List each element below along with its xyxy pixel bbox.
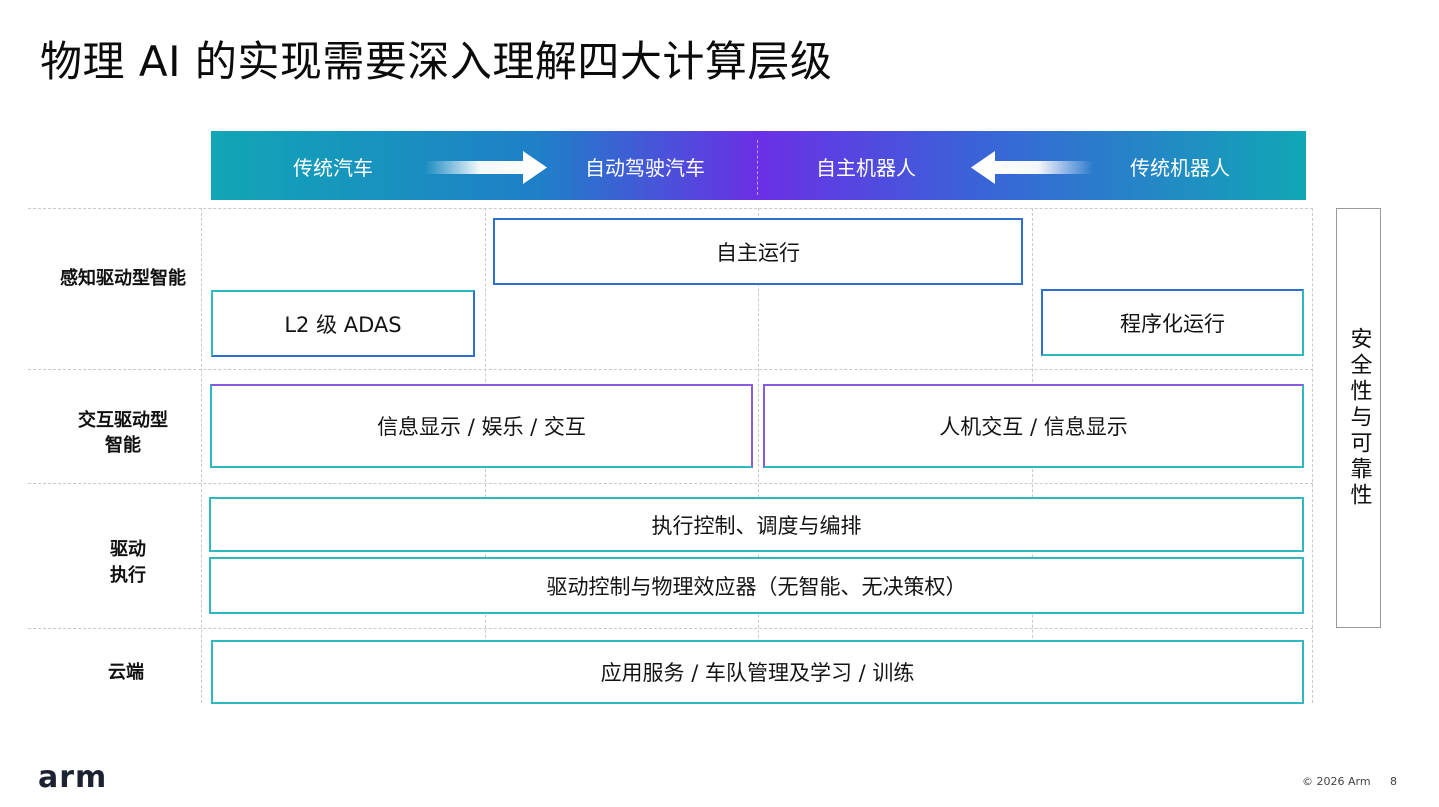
evolution-banner xyxy=(211,131,1306,200)
box-l2-adas: L2 级 ADAS xyxy=(211,290,475,357)
grid-line xyxy=(28,208,1313,209)
row-label-cloud: 云端 xyxy=(108,662,144,683)
safety-reliability-box: 安全性与可靠性 xyxy=(1336,208,1381,628)
banner-item-traditional-car: 传统汽车 xyxy=(293,156,373,180)
copyright: © 2026 Arm xyxy=(1302,775,1371,788)
safety-reliability-label: 安全性与可靠性 xyxy=(1346,327,1372,509)
page-number: 8 xyxy=(1390,775,1397,788)
page-title: 物理 AI 的实现需要深入理解四大计算层级 xyxy=(40,37,833,86)
grid-line xyxy=(201,208,202,703)
row-label-actuation-line1: 驱动 xyxy=(110,539,146,560)
grid-line xyxy=(28,483,1313,484)
row-label-actuation-line2: 执行 xyxy=(110,565,146,586)
grid-line xyxy=(1312,208,1313,703)
box-cloud-services: 应用服务 / 车队管理及学习 / 训练 xyxy=(211,640,1304,704)
box-autonomous-operation: 自主运行 xyxy=(493,218,1023,285)
right-arrow-icon xyxy=(425,151,547,184)
box-drive-control: 驱动控制与物理效应器（无智能、无决策权） xyxy=(209,557,1304,614)
arm-logo: arm xyxy=(38,760,108,795)
grid-line xyxy=(28,369,1313,370)
box-programmed-operation: 程序化运行 xyxy=(1041,289,1304,356)
row-label-interaction-line1: 交互驱动型 xyxy=(78,410,168,431)
banner-item-autonomous-robot: 自主机器人 xyxy=(816,156,916,180)
row-label-interaction-line2: 智能 xyxy=(105,435,141,456)
row-label-perception: 感知驱动型智能 xyxy=(60,268,186,289)
left-arrow-icon xyxy=(971,151,1093,184)
banner-divider xyxy=(757,140,758,195)
banner-item-traditional-robot: 传统机器人 xyxy=(1130,156,1230,180)
box-infotainment: 信息显示 / 娱乐 / 交互 xyxy=(210,384,753,468)
banner-item-autonomous-car: 自动驾驶汽车 xyxy=(585,156,705,180)
grid-line xyxy=(28,628,1313,629)
grid-line xyxy=(758,208,759,703)
box-hmi: 人机交互 / 信息显示 xyxy=(763,384,1304,468)
box-execution-control: 执行控制、调度与编排 xyxy=(209,497,1304,552)
